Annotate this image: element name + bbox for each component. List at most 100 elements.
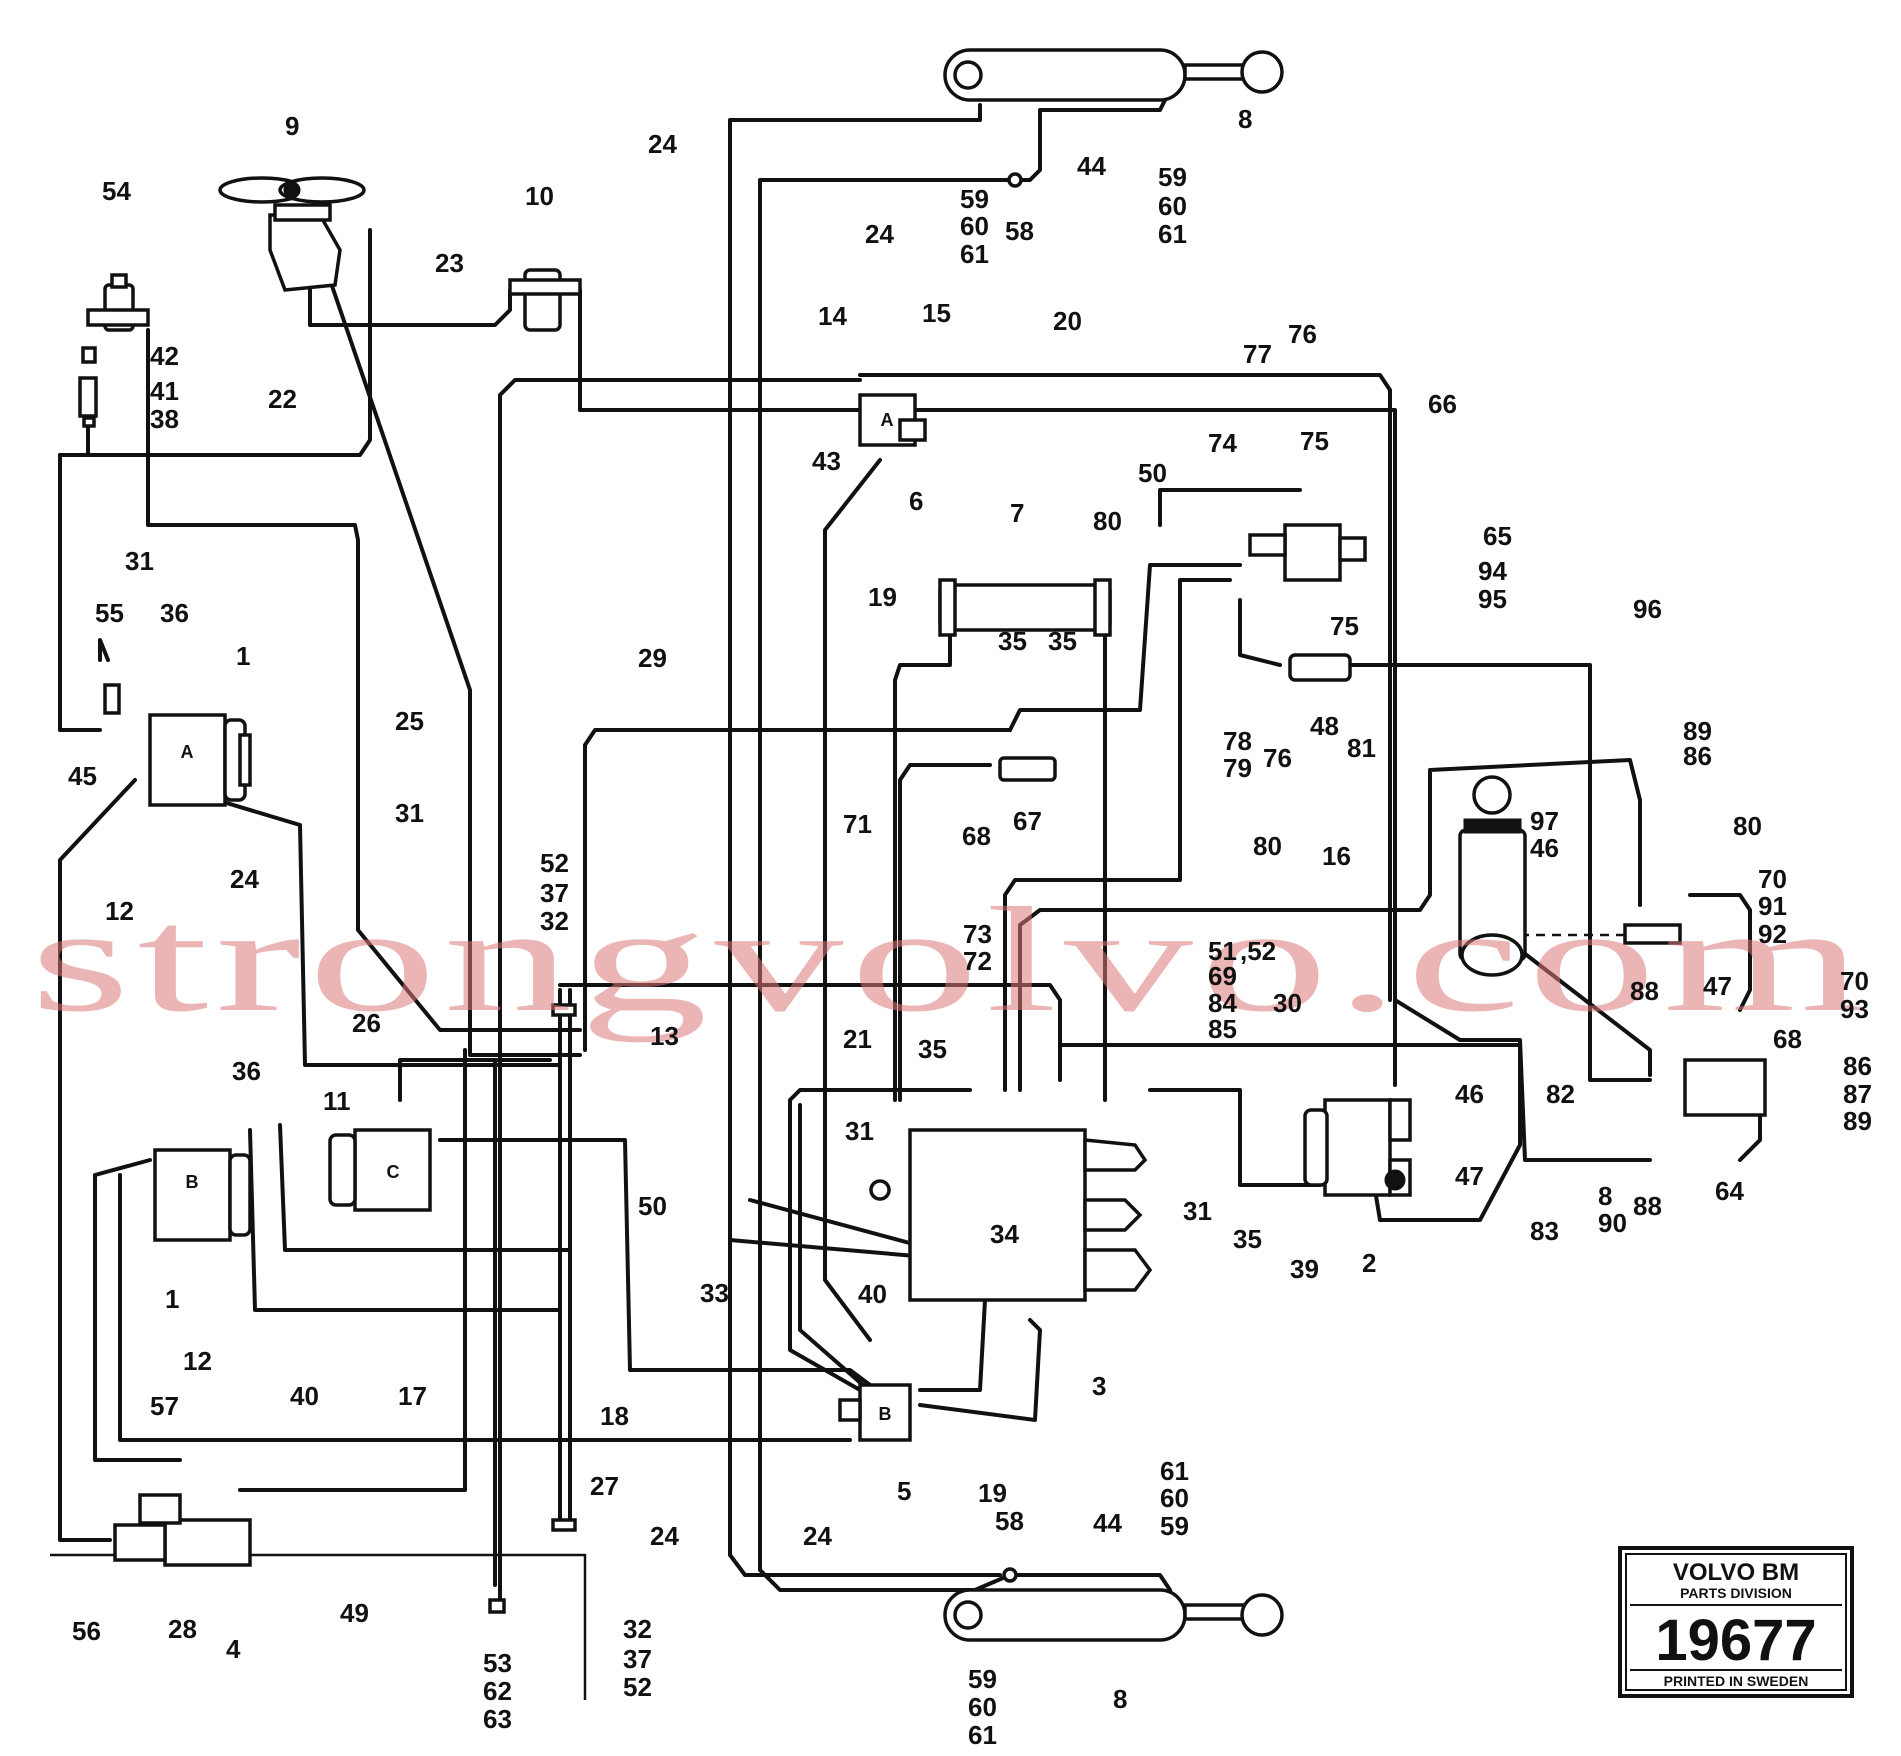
- callout-c56: 56: [72, 1616, 101, 1646]
- hydraulic-cylinder-top: [943, 48, 1284, 102]
- callout-c58b: 58: [995, 1506, 1024, 1536]
- callout-c62: 62: [483, 1676, 512, 1706]
- callout-c86a: 86: [1683, 741, 1712, 771]
- callout-c59a: 59: [960, 184, 989, 214]
- callout-c84: 84: [1208, 988, 1237, 1018]
- callout-c31d: 31: [1183, 1196, 1212, 1226]
- filter-48: [1288, 653, 1352, 682]
- callout-c20: 20: [1053, 306, 1082, 336]
- callout-c6: 6: [909, 486, 923, 516]
- callout-c44b: 44: [1093, 1508, 1122, 1538]
- block-64: [1683, 1058, 1767, 1117]
- callout-c38: 38: [150, 404, 179, 434]
- callout-c35d: 35: [1233, 1224, 1262, 1254]
- callout-c16: 16: [1322, 841, 1351, 871]
- callout-c89b: 89: [1843, 1106, 1872, 1136]
- callout-c11: 11: [323, 1086, 351, 1116]
- block-4: [113, 1493, 252, 1567]
- callout-c65: 65: [1483, 521, 1512, 551]
- callout-c94: 94: [1478, 556, 1507, 586]
- callout-c48: 48: [1310, 711, 1339, 741]
- callout-c77: 77: [1243, 339, 1272, 369]
- callout-c7: 7: [1010, 498, 1024, 528]
- callout-c97: 97: [1530, 806, 1559, 836]
- callout-c82: 82: [1546, 1079, 1575, 1109]
- fitting-38: [82, 416, 96, 428]
- callout-c81: 81: [1347, 733, 1376, 763]
- callout-c90: 90: [1598, 1208, 1627, 1238]
- callout-c88a: 88: [1630, 976, 1659, 1006]
- callout-c30: 30: [1273, 988, 1302, 1018]
- callout-c59d: 59: [968, 1664, 997, 1694]
- callout-c14: 14: [818, 301, 847, 331]
- callout-c35a: 35: [998, 626, 1027, 656]
- callout-c44a: 44: [1077, 151, 1106, 181]
- fitting-32b: [551, 1518, 577, 1532]
- callout-c26: 26: [352, 1008, 381, 1038]
- compressor-b-label: B: [186, 1172, 199, 1192]
- callout-c45: 45: [68, 761, 97, 791]
- badge-printed: PRINTED IN SWEDEN: [1664, 1673, 1809, 1689]
- valve-a-label: A: [881, 410, 894, 430]
- badge-brand: VOLVO BM: [1673, 1559, 1799, 1586]
- callout-c50a: 50: [638, 1191, 667, 1221]
- callout-c31b: 31: [395, 798, 424, 828]
- callout-c89a: 89: [1683, 716, 1712, 746]
- callout-c73: 73: [963, 919, 992, 949]
- callout-c80a: 80: [1093, 506, 1122, 536]
- callout-c13: 13: [650, 1021, 679, 1051]
- callout-c79: 79: [1223, 753, 1252, 783]
- callout-c40a: 40: [290, 1381, 319, 1411]
- callout-c52c: ,52: [1240, 936, 1276, 966]
- callout-c68b: 68: [1773, 1024, 1802, 1054]
- callout-c92: 92: [1758, 919, 1787, 949]
- callout-c5: 5: [897, 1476, 911, 1506]
- callout-c41: 41: [150, 376, 179, 406]
- callout-c49: 49: [340, 1598, 369, 1628]
- callout-c52b: 52: [623, 1672, 652, 1702]
- hydraulic-cylinder-bottom: [943, 1588, 1284, 1642]
- callout-c76b: 76: [1263, 743, 1292, 773]
- callout-c67: 67: [1013, 806, 1042, 836]
- callout-c66: 66: [1428, 389, 1457, 419]
- callout-c9: 9: [285, 111, 299, 141]
- callout-c52a: 52: [540, 848, 569, 878]
- callout-c47a: 47: [1455, 1161, 1484, 1191]
- callout-c19b: 19: [978, 1478, 1007, 1508]
- callout-c93: 93: [1840, 994, 1869, 1024]
- fitting-32a: [551, 1003, 577, 1017]
- callout-c76a: 76: [1288, 319, 1317, 349]
- callout-c36b: 36: [232, 1056, 261, 1086]
- fitting-58a: [1007, 172, 1023, 188]
- callout-c18: 18: [600, 1401, 629, 1431]
- callout-c55: 55: [95, 598, 124, 628]
- fitting-58b: [1002, 1567, 1018, 1583]
- callout-c35b: 35: [1048, 626, 1077, 656]
- callout-c21: 21: [843, 1024, 872, 1054]
- callout-c31a: 31: [125, 546, 154, 576]
- callout-c24a: 24: [230, 864, 259, 894]
- fitting-42: [81, 346, 97, 364]
- callout-c27: 27: [590, 1471, 619, 1501]
- callout-c10: 10: [525, 181, 554, 211]
- fitting-53: [488, 1598, 506, 1614]
- volvo-bm-badge: VOLVO BM PARTS DIVISION 19677 PRINTED IN…: [1618, 1546, 1854, 1698]
- callout-c22: 22: [268, 384, 297, 414]
- callout-c61d: 61: [968, 1720, 997, 1750]
- callout-c80b: 80: [1253, 831, 1282, 861]
- callout-c8a: 8: [1238, 104, 1252, 134]
- callout-c83: 83: [1530, 1216, 1559, 1246]
- callout-c36a: 36: [160, 598, 189, 628]
- fitting-31: [869, 1179, 891, 1201]
- callout-c63: 63: [483, 1704, 512, 1734]
- callout-c60d: 60: [968, 1692, 997, 1722]
- filter-10: [508, 268, 582, 332]
- callout-c60b: 60: [1158, 191, 1187, 221]
- compressor-c-label: C: [387, 1162, 400, 1182]
- valve-54: [86, 273, 150, 332]
- callout-c32a: 32: [540, 906, 569, 936]
- callout-c24d: 24: [650, 1521, 679, 1551]
- valve-b-label: B: [879, 1404, 892, 1424]
- callout-c17: 17: [398, 1381, 427, 1411]
